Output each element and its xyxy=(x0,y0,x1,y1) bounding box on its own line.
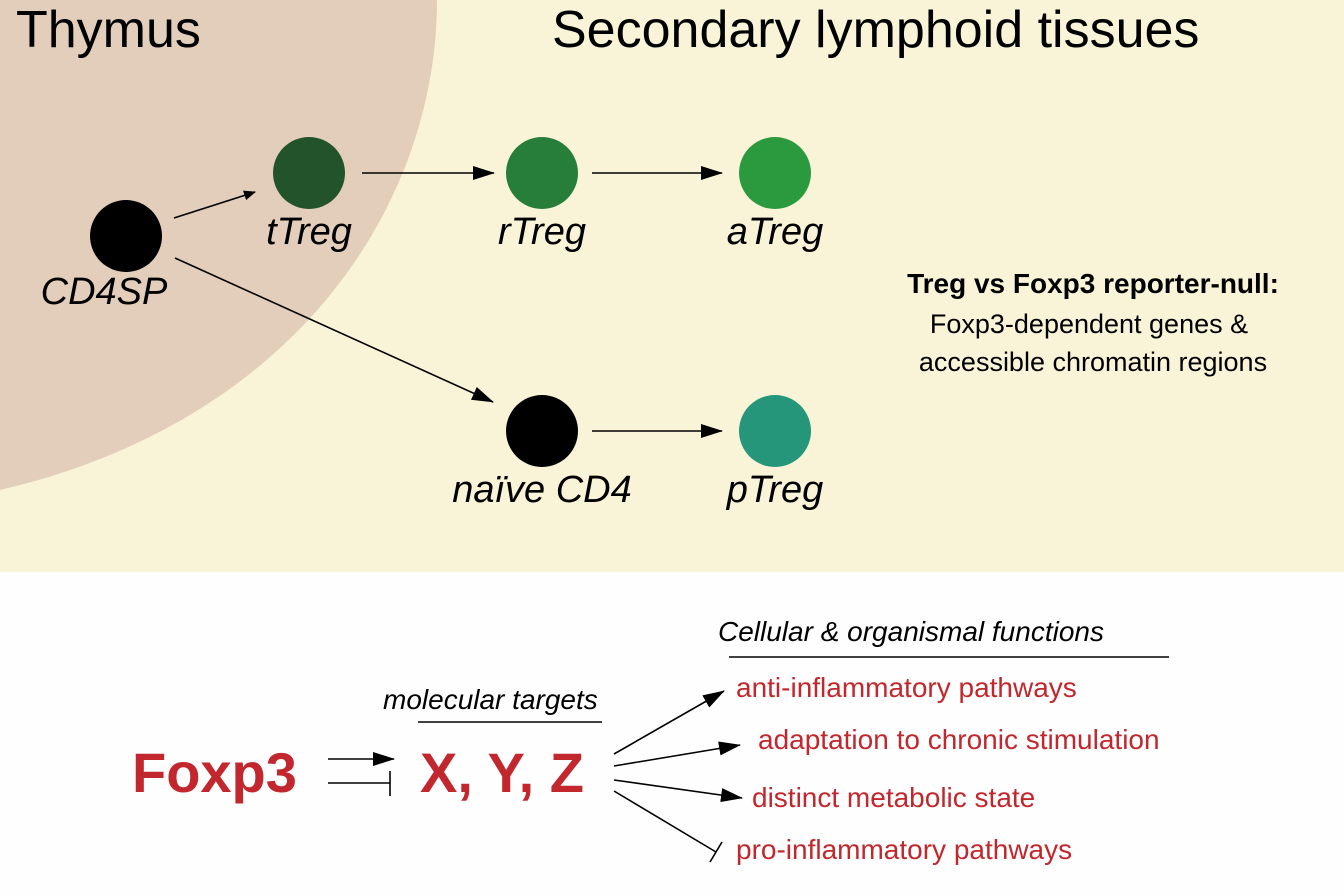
cell-naive-cd4 xyxy=(506,395,578,467)
arrow-cd4sp-to-naive xyxy=(174,257,494,403)
function-anti-inflammatory: anti-inflammatory pathways xyxy=(736,672,1077,703)
thymus-region xyxy=(0,0,437,490)
note-line-1: Foxp3-dependent genes & xyxy=(930,309,1248,339)
function-metabolic: distinct metabolic state xyxy=(752,782,1035,813)
cell-cd4sp xyxy=(90,200,162,272)
function-pro-inflammatory: pro-inflammatory pathways xyxy=(736,834,1072,865)
foxp3-label: Foxp3 xyxy=(132,741,297,804)
targets-label: X, Y, Z xyxy=(420,741,584,804)
arrow-to-metabolic xyxy=(613,779,743,803)
label-atreg: aTreg xyxy=(727,211,823,253)
thymus-title: Thymus xyxy=(16,1,201,59)
label-ptreg: pTreg xyxy=(726,469,823,511)
note-line-2: accessible chromatin regions xyxy=(919,347,1267,377)
functions-heading: Cellular & organismal functions xyxy=(718,616,1104,647)
cell-ttreg xyxy=(273,137,345,209)
cell-rtreg xyxy=(506,137,578,209)
arrow-to-adaptation xyxy=(613,741,741,767)
bottom-panel xyxy=(0,572,1344,896)
arrow-cd4sp-to-ttreg xyxy=(173,190,256,219)
inhibit-to-pro-inflammatory xyxy=(613,790,717,853)
label-ttreg: tTreg xyxy=(266,211,352,253)
molecular-targets-heading: molecular targets xyxy=(383,684,598,715)
cell-ptreg xyxy=(739,395,811,467)
function-adaptation: adaptation to chronic stimulation xyxy=(758,724,1160,755)
inhibition-bar-icon-2 xyxy=(709,841,723,863)
label-naive-cd4: naïve CD4 xyxy=(452,469,632,511)
cell-atreg xyxy=(739,137,811,209)
secondary-lymphoid-title: Secondary lymphoid tissues xyxy=(552,1,1199,59)
arrow-to-anti-inflammatory xyxy=(613,690,725,755)
label-rtreg: rTreg xyxy=(498,211,586,253)
label-cd4sp: CD4SP xyxy=(41,271,168,313)
note-heading: Treg vs Foxp3 reporter-null: xyxy=(907,268,1279,299)
